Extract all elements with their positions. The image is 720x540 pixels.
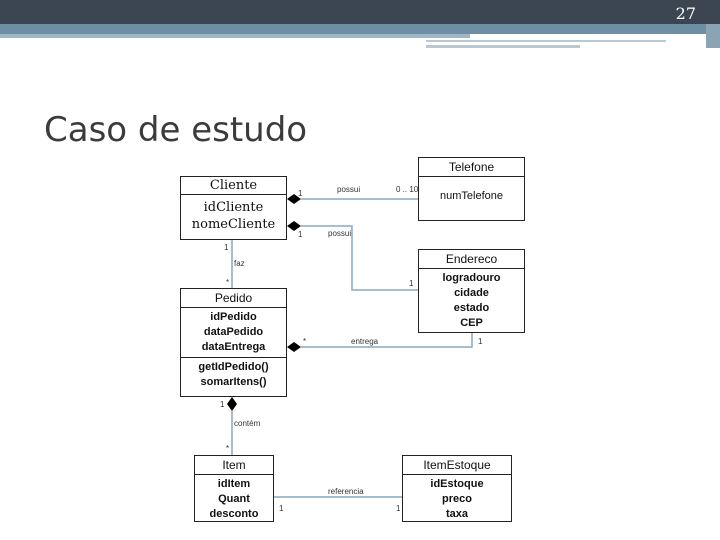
attr-dataentrega: dataEntrega: [201, 341, 266, 353]
attr-idcliente: idCliente: [203, 200, 264, 215]
assoc-name-entrega: entrega: [351, 337, 379, 346]
mult-pedido-entrega: *: [303, 337, 307, 346]
mult-endereco-entrega: 1: [478, 337, 483, 346]
class-endereco-name: Endereco: [419, 250, 524, 269]
attr-logradouro: logradouro: [442, 272, 501, 284]
class-telefone: Telefone numTelefone: [418, 157, 525, 221]
mult-item-referencia: 1: [279, 504, 284, 513]
slide-number: 27: [675, 4, 696, 23]
attr-idpedido: idPedido: [210, 311, 257, 323]
class-itemestoque-attributes: idEstoque preco taxa: [403, 475, 511, 524]
class-pedido: Pedido idPedido dataPedido dataEntrega g…: [180, 288, 287, 397]
composition-diamond-telefone: [287, 194, 301, 204]
attr-preco: preco: [442, 493, 472, 505]
class-item-name: Item: [195, 456, 273, 475]
class-pedido-methods: getIdPedido() somarItens(): [181, 357, 286, 392]
class-endereco-attributes: logradouro cidade estado CEP: [419, 269, 524, 333]
assoc-name-possui-endereco: possui: [328, 229, 352, 238]
attr-numtelefone: numTelefone: [440, 190, 503, 202]
mult-pedido-faz: *: [226, 278, 230, 287]
attr-idestoque: idEstoque: [430, 478, 484, 490]
mult-endereco: 1: [409, 279, 414, 288]
method-somaritens: somarItens(): [200, 376, 267, 388]
attr-cep: CEP: [460, 317, 483, 329]
attr-quant: Quant: [218, 493, 250, 505]
header-accent-line-short: [426, 45, 580, 48]
header-accent-line: [426, 40, 666, 42]
attr-desconto: desconto: [209, 508, 259, 520]
attr-cidade: cidade: [454, 287, 489, 299]
attr-taxa: taxa: [445, 508, 469, 520]
composition-diamond-entrega: [287, 342, 301, 352]
slide-title: Caso de estudo: [44, 110, 308, 150]
attr-estado: estado: [453, 302, 490, 314]
class-telefone-attributes: numTelefone: [419, 177, 524, 206]
assoc-line-possui-endereco: [301, 225, 418, 291]
assoc-line-entrega: [301, 333, 473, 348]
assoc-name-possui-telefone: possui: [337, 185, 361, 194]
class-endereco: Endereco logradouro cidade estado CEP: [418, 249, 525, 333]
class-item: Item idItem Quant desconto: [194, 455, 274, 522]
composition-diamond-endereco: [287, 221, 301, 231]
header-accent-edge: [706, 24, 720, 48]
composition-diamond-contem: [227, 397, 237, 411]
class-cliente: Cliente idCliente nomeCliente: [180, 176, 287, 240]
mult-cliente-telefone: 1: [298, 189, 303, 198]
mult-pedido-contem: 1: [220, 400, 225, 409]
class-telefone-name: Telefone: [419, 158, 524, 177]
class-item-attributes: idItem Quant desconto: [195, 475, 273, 524]
assoc-name-contem: contém: [234, 419, 261, 428]
assoc-name-referencia: referencia: [328, 487, 364, 496]
mult-itemestoque-referencia: 1: [396, 504, 401, 513]
attr-nomecliente: nomeCliente: [191, 217, 276, 232]
mult-item-contem: *: [226, 444, 230, 453]
class-pedido-attributes: idPedido dataPedido dataEntrega: [181, 308, 286, 357]
class-itemestoque: ItemEstoque idEstoque preco taxa: [402, 455, 512, 522]
header-accent-stripe: [0, 34, 470, 38]
mult-cliente-faz: 1: [224, 243, 229, 252]
class-pedido-name: Pedido: [181, 289, 286, 308]
mult-cliente-endereco: 1: [298, 230, 303, 239]
mult-telefone: 0 .. 10: [396, 185, 419, 194]
top-bar: [0, 0, 720, 24]
assoc-name-faz: faz: [234, 259, 245, 268]
class-cliente-attributes: idCliente nomeCliente: [181, 195, 286, 235]
attr-datapedido: dataPedido: [203, 326, 264, 338]
header-accent-band: [0, 24, 720, 34]
attr-iditem: idItem: [217, 478, 251, 490]
class-cliente-name: Cliente: [181, 177, 286, 195]
method-getidpedido: getIdPedido(): [198, 361, 269, 373]
class-itemestoque-name: ItemEstoque: [403, 456, 511, 475]
